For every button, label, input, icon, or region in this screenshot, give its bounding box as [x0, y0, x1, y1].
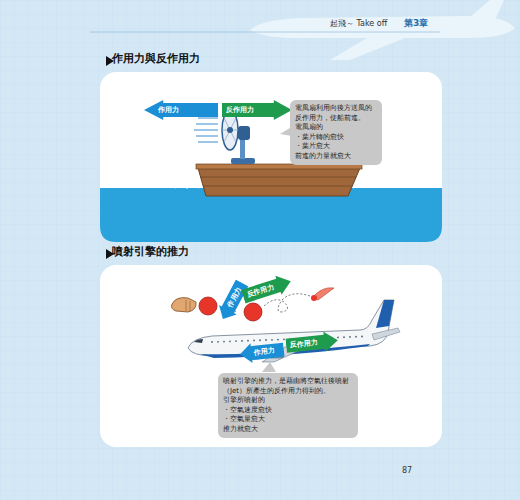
- callout-box: 噴射引擎的推力，是藉由將空氣往後噴射（Jet）所產生的反作用力得到的。引擎所噴射…: [218, 373, 358, 438]
- window-dot: [337, 336, 339, 338]
- section-panel: 噴射引擎的推力作用力反作用力作用力反作用力噴射引擎的推力，是藉由將空氣往後噴射（…: [100, 265, 442, 447]
- reaction-arrow: 反作用力: [222, 100, 292, 120]
- window-dot: [277, 339, 279, 341]
- airplane: [188, 300, 400, 362]
- arrow-body: [144, 100, 218, 120]
- reaction-arrow: 反作用力: [285, 330, 339, 355]
- arrow-body: [285, 330, 339, 355]
- running-header: 起飛～ Take off: [330, 18, 387, 29]
- window-dot: [343, 336, 345, 338]
- header-plane: [250, 0, 515, 60]
- section-panel: 作用力與反作用力作用力反作用力電風扇利用向後方送風的反作用力，使船前進。電風扇的…: [100, 72, 442, 242]
- panel-ground: [100, 72, 442, 242]
- window-dot: [217, 341, 219, 343]
- electric-fan: [222, 110, 255, 164]
- callout-text: 前進的力量就愈大: [295, 152, 377, 162]
- page-number: 87: [402, 466, 412, 475]
- callout-text: 引擎所噴射的: [223, 396, 353, 406]
- callout-text: ・葉片轉的愈快: [295, 133, 377, 143]
- callout-text: 噴射引擎的推力，是藉由將空氣往後噴射（Jet）所產生的反作用力得到的。: [223, 377, 353, 396]
- callout-text: ・空氣量愈大: [223, 415, 353, 425]
- arrow-shape: [144, 100, 218, 120]
- window-dot: [271, 339, 273, 341]
- action-arrow: 作用力: [239, 340, 285, 364]
- window-dot: [253, 340, 255, 342]
- wind-lines: [194, 118, 218, 142]
- header-rule: [90, 32, 440, 33]
- arrow-body: [240, 272, 294, 306]
- flight-path: [264, 294, 310, 312]
- chapter-label: 第3章: [404, 17, 428, 30]
- panel-ground: [100, 265, 442, 447]
- ball: [244, 303, 262, 321]
- section-heading: 噴射引擎的推力: [112, 244, 189, 259]
- callout-box: 電風扇利用向後方送風的反作用力，使船前進。電風扇的・葉片轉的愈快・葉片愈大前進的…: [290, 100, 382, 165]
- reaction-arrow: 反作用力: [240, 272, 294, 306]
- callout-pointer: [262, 362, 276, 372]
- arrow-label: 作用力: [158, 106, 179, 115]
- window-dot: [259, 339, 261, 341]
- callout-text: ・葉片愈大: [295, 142, 377, 152]
- window-dot: [223, 341, 225, 343]
- window-dot: [349, 336, 351, 338]
- window-dot: [247, 340, 249, 342]
- ball: [199, 297, 217, 315]
- callout-text: 電風扇利用向後方送風的反作用力，使船前進。: [295, 104, 377, 123]
- window-dot: [265, 339, 267, 341]
- callout-text: ・空氣速度愈快: [223, 406, 353, 416]
- window-dot: [241, 340, 243, 342]
- section-heading: 作用力與反作用力: [112, 51, 200, 66]
- callout-text: 電風扇的: [295, 123, 377, 133]
- callout-text: 推力就愈大: [223, 425, 353, 435]
- arrow-body: [239, 340, 285, 364]
- window-dot: [283, 338, 285, 340]
- fist: [172, 298, 197, 312]
- arrow-body: [222, 100, 292, 120]
- window-dot: [361, 336, 363, 338]
- window-dot: [235, 340, 237, 342]
- arrow-label: 反作用力: [226, 106, 254, 115]
- window-dot: [211, 341, 213, 343]
- window-dot: [355, 336, 357, 338]
- thrown-object: [311, 288, 334, 301]
- boat: [196, 164, 362, 196]
- window-dot: [229, 340, 231, 342]
- action-arrow: 作用力: [144, 100, 218, 120]
